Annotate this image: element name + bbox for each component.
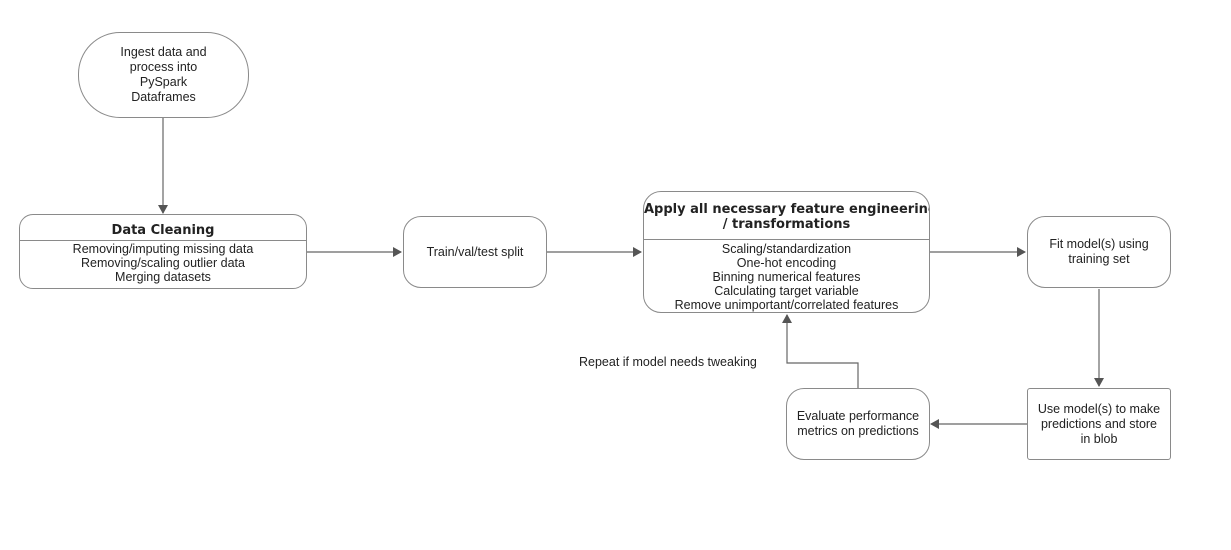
feature-engineering-item: Remove unimportant/correlated features xyxy=(674,298,899,312)
data-cleaning-item: Removing/scaling outlier data xyxy=(81,256,245,270)
feature-engineering-item: Scaling/standardization xyxy=(721,242,852,256)
predict-text-1: Use model(s) to make xyxy=(1037,401,1161,416)
predict-text-3: in blob xyxy=(1080,431,1118,446)
ingest-text-3: PySpark xyxy=(139,75,188,89)
ingest-text-2: process into xyxy=(129,60,198,74)
feature-engineering-node: Apply all necessary feature engineering … xyxy=(643,191,930,313)
feature-engineering-title-2: / transformations xyxy=(722,217,851,232)
feature-engineering-item: One-hot encoding xyxy=(736,256,837,270)
ingest-node: Ingest data and process into PySpark Dat… xyxy=(78,32,249,118)
evaluate-text-1: Evaluate performance xyxy=(796,409,920,423)
split-node: Train/val/test split xyxy=(403,216,547,288)
data-cleaning-item: Removing/imputing missing data xyxy=(72,242,254,256)
split-text: Train/val/test split xyxy=(426,244,524,259)
data-cleaning-node: Data Cleaning Removing/imputing missing … xyxy=(19,214,307,289)
data-cleaning-title: Data Cleaning xyxy=(111,223,215,238)
feature-engineering-item: Calculating target variable xyxy=(714,284,859,298)
data-cleaning-item: Merging datasets xyxy=(115,270,211,284)
ingest-text-1: Ingest data and xyxy=(120,45,207,59)
predict-node: Use model(s) to make predictions and sto… xyxy=(1027,388,1171,460)
data-cleaning-divider xyxy=(20,240,306,241)
fit-model-node: Fit model(s) using training set xyxy=(1027,216,1171,288)
fit-model-text-2: training set xyxy=(1068,252,1130,266)
ingest-text-4: Dataframes xyxy=(131,90,196,104)
evaluate-node: Evaluate performance metrics on predicti… xyxy=(786,388,930,460)
feature-engineering-divider xyxy=(644,239,929,240)
arrow-evaluate-to-feature xyxy=(782,314,859,388)
evaluate-text-2: metrics on predictions xyxy=(797,424,919,438)
feature-engineering-item: Binning numerical features xyxy=(712,270,861,284)
repeat-edge-label: Repeat if model needs tweaking xyxy=(579,355,757,369)
predict-text-2: predictions and store xyxy=(1040,416,1158,431)
feature-engineering-title-1: Apply all necessary feature engineering xyxy=(644,202,930,217)
fit-model-text-1: Fit model(s) using xyxy=(1049,237,1149,251)
